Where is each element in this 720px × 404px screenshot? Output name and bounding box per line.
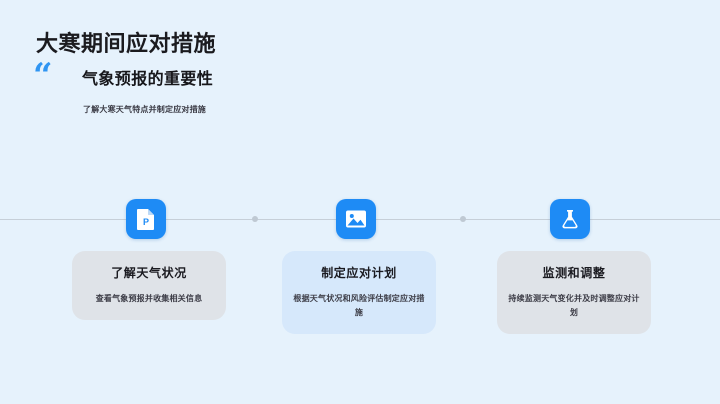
timeline-dot: [252, 216, 258, 222]
card-title: 了解天气状况: [111, 266, 187, 280]
quote-mark-icon: “: [33, 56, 53, 96]
timeline-card-1: 了解天气状况 查看气象预报并收集相关信息: [72, 251, 226, 320]
timeline-node-2[interactable]: [336, 199, 376, 239]
card-title: 制定应对计划: [321, 266, 397, 280]
section-subtitle: 气象预报的重要性: [82, 71, 214, 88]
section-caption: 了解大寒天气特点并制定应对措施: [83, 105, 206, 114]
card-body: 查看气象预报并收集相关信息: [95, 294, 203, 303]
card-title: 监测和调整: [542, 266, 606, 280]
timeline-node-1[interactable]: P: [126, 199, 166, 239]
svg-text:P: P: [143, 217, 149, 227]
image-icon: [345, 209, 367, 229]
timeline: P: [0, 186, 720, 256]
card-body: 根据天气状况和风险评估制定应对措施: [293, 294, 425, 317]
timeline-card-3: 监测和调整 持续监测天气变化并及时调整应对计划: [497, 251, 651, 334]
timeline-card-2: 制定应对计划 根据天气状况和风险评估制定应对措施: [282, 251, 436, 334]
card-body: 持续监测天气变化并及时调整应对计划: [508, 294, 640, 317]
page-title: 大寒期间应对措施: [36, 31, 217, 56]
timeline-dot: [460, 216, 466, 222]
flask-icon: [559, 208, 581, 230]
timeline-node-3[interactable]: [550, 199, 590, 239]
presentation-file-icon: P: [136, 208, 156, 230]
